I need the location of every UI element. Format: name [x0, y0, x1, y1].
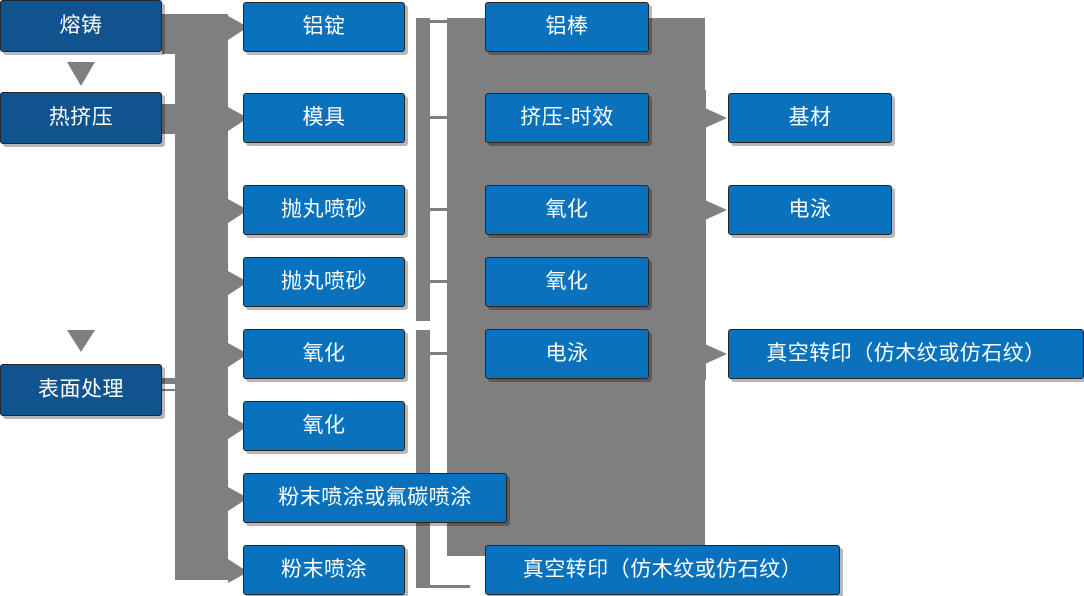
- node-shot-blast-1[interactable]: 抛丸喷砂: [243, 185, 405, 235]
- node-powder-or-fluoro[interactable]: 粉末喷涂或氟碳喷涂: [243, 473, 507, 523]
- right-arrows: [703, 90, 727, 380]
- node-electrophoresis-c4[interactable]: 电泳: [728, 185, 892, 235]
- surface-treat-link: [162, 389, 182, 391]
- node-vacuum-transfer-c3[interactable]: 真空转印（仿木纹或仿石纹）: [485, 545, 840, 595]
- node-oxidation-c3-1[interactable]: 氧化: [485, 185, 649, 235]
- arrow-head: [705, 200, 727, 220]
- node-melt-cast[interactable]: 熔铸: [0, 0, 162, 52]
- node-aluminum-ingot[interactable]: 铝锭: [243, 2, 405, 52]
- node-oxidation-c2-2[interactable]: 氧化: [243, 401, 405, 451]
- node-powder-coating[interactable]: 粉末喷涂: [243, 545, 405, 595]
- node-surface-treat[interactable]: 表面处理: [0, 364, 162, 416]
- node-aluminum-bar[interactable]: 铝棒: [485, 2, 649, 52]
- node-hot-extrude[interactable]: 热挤压: [0, 92, 162, 144]
- node-extrude-aging[interactable]: 挤压-时效: [485, 93, 649, 143]
- node-electrophoresis-c3[interactable]: 电泳: [485, 329, 649, 379]
- node-vacuum-transfer-c4[interactable]: 真空转印（仿木纹或仿石纹）: [728, 329, 1084, 379]
- node-oxidation-c2-1[interactable]: 氧化: [243, 329, 405, 379]
- node-die-mold[interactable]: 模具: [243, 93, 405, 143]
- node-base-material[interactable]: 基材: [728, 93, 892, 143]
- node-oxidation-c3-2[interactable]: 氧化: [485, 257, 649, 307]
- arrow-head: [705, 108, 727, 128]
- arrow-head: [705, 344, 727, 364]
- node-shot-blast-2[interactable]: 抛丸喷砂: [243, 257, 405, 307]
